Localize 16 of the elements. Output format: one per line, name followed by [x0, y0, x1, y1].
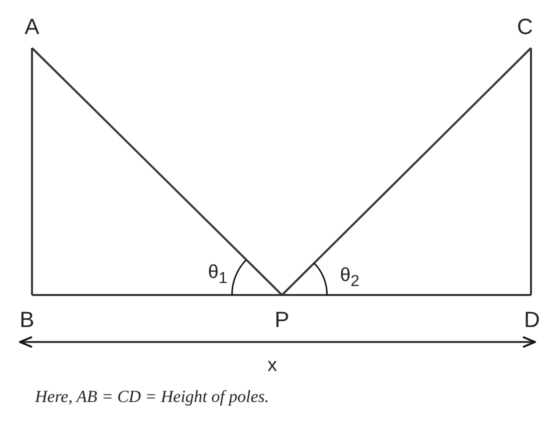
pole-line	[32, 294, 282, 296]
pole-line	[19, 336, 536, 348]
angle-label: θ$_{2}$	[340, 265, 360, 292]
pole-line	[282, 294, 531, 296]
pole-line	[31, 48, 33, 295]
point-label: D	[520, 308, 544, 332]
point-label: B	[15, 308, 39, 332]
point-label: A	[20, 15, 44, 39]
angle-label: θ$_{1}$	[208, 262, 228, 289]
pole-line	[281, 47, 532, 296]
edge-label: x	[268, 355, 277, 377]
pole-line	[530, 48, 532, 295]
point-label: C	[513, 15, 537, 39]
caption: Here, AB = CD = Height of poles.	[35, 387, 269, 407]
pole-line	[31, 47, 283, 296]
point-label: P	[270, 308, 294, 332]
